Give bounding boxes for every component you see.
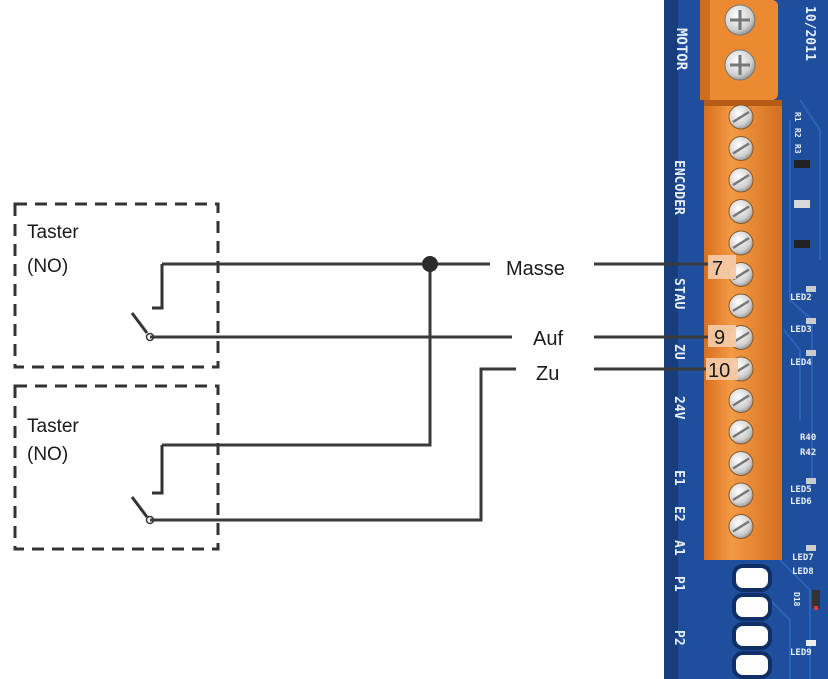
pcb-label-led3: LED3: [790, 325, 812, 335]
terminal-tag-10: 10: [706, 358, 738, 382]
terminal-screw: [728, 514, 754, 539]
pcb-label-led8: LED8: [792, 567, 814, 577]
pcb-label-p2: P2: [671, 630, 686, 646]
pcb-label-motor: MOTOR: [673, 28, 689, 71]
pcb-label-a1: A1: [671, 540, 686, 556]
wire-label-masse: Masse: [506, 258, 565, 280]
smd-components: [794, 160, 820, 646]
switch-box-2: Taster (NO): [13, 384, 220, 551]
pcb-label-led2: LED2: [790, 293, 812, 303]
pcb-label-e1: E1: [671, 470, 686, 486]
pcb-label-d18: D18: [792, 592, 801, 607]
terminal-number-10: 10: [708, 360, 730, 382]
terminal-screw: [728, 482, 754, 508]
connector-hole: [732, 593, 772, 621]
switch-1-contact: [130, 264, 164, 334]
terminal-screw: [728, 167, 754, 193]
switch-box-2-border: [13, 384, 220, 551]
pcb-label-e2: E2: [671, 506, 686, 522]
switch-box-1-subtitle: (NO): [27, 256, 68, 277]
controller-board: 10/2011 MOTOR ENCODER STAU ZU 24V E1 E2 …: [664, 0, 828, 679]
terminal-tag-7: 7: [708, 255, 736, 280]
terminal-screw: [728, 104, 754, 130]
terminal-screws: [728, 104, 754, 539]
switch-box-2-subtitle: (NO): [27, 444, 68, 465]
connector-hole: [732, 651, 772, 679]
wire-masse-drop: [162, 264, 432, 447]
terminal-screw: [728, 136, 754, 161]
switch-box-1-border: [13, 202, 220, 369]
terminal-screw: [728, 293, 754, 319]
connector-hole: [732, 564, 772, 592]
terminal-screw: [728, 388, 754, 413]
connector-holes: [732, 564, 772, 679]
wire-zu-from-switch: [150, 367, 516, 522]
pcb-label-r42: R42: [800, 448, 816, 458]
switch-box-1-title: Taster: [27, 222, 79, 243]
terminal-screw: [728, 419, 754, 445]
pcb-date-code: 10/2011: [802, 6, 817, 61]
wire-label-zu: Zu: [536, 363, 559, 385]
terminal-screw: [728, 230, 754, 256]
switch-box-2-title: Taster: [27, 416, 79, 437]
pcb-label-encoder: ENCODER: [671, 160, 686, 215]
pcb-traces: [769, 99, 821, 679]
pcb-label-led4: LED4: [790, 358, 812, 368]
pcb-label-p1: P1: [671, 576, 686, 592]
connector-hole: [732, 622, 772, 650]
terminal-screw: [728, 199, 754, 224]
switch-box-1: Taster (NO): [13, 202, 220, 369]
wire-label-auf: Auf: [533, 328, 563, 350]
pcb-shade: [664, 0, 678, 679]
pcb-label-r2: R2: [793, 128, 802, 138]
pcb-label-led5: LED5: [790, 485, 812, 495]
pcb-label-zu: ZU: [671, 344, 686, 360]
pcb-label-led7: LED7: [792, 553, 814, 563]
pcb-label-led9: LED9: [790, 648, 812, 658]
pcb-label-r3: R3: [793, 144, 802, 154]
pcb-label-stau: STAU: [671, 278, 686, 309]
silkscreen-labels: 10/2011 MOTOR ENCODER STAU ZU 24V E1 E2 …: [671, 6, 817, 658]
pcb-label-led6: LED6: [790, 497, 812, 507]
terminal-number-9: 9: [714, 327, 725, 349]
pcb-label-24v: 24V: [671, 396, 686, 420]
pcb-label-r1: R1: [793, 112, 802, 122]
terminal-number-7: 7: [712, 258, 723, 280]
terminal-screw: [728, 451, 754, 476]
pcb-label-r40: R40: [800, 433, 816, 443]
masse-junction-dot: [422, 256, 438, 272]
motor-terminal-block: [700, 0, 778, 100]
switch-2-contact: [130, 445, 164, 518]
terminal-tag-9: 9: [708, 325, 736, 349]
